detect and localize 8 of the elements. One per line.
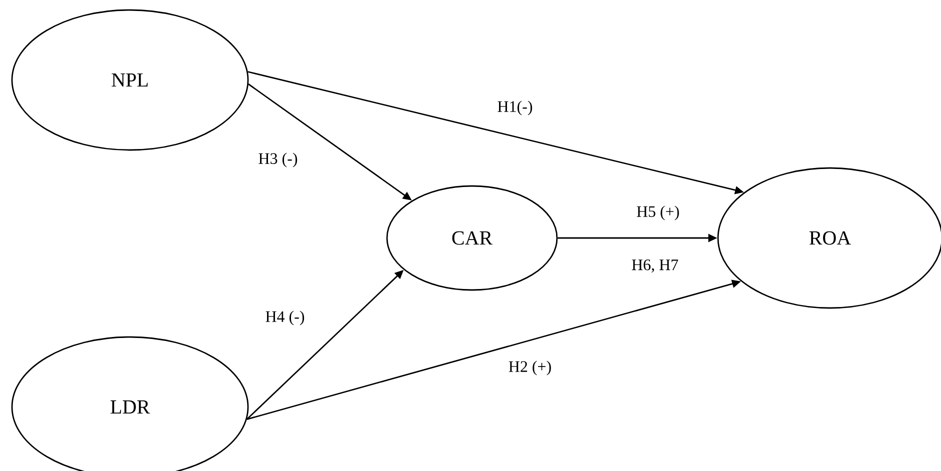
edge-label: H2 (+) (507, 360, 553, 376)
edge-label: H5 (+) (635, 204, 681, 222)
hypothesis-label: H6, H7 (630, 258, 680, 274)
ellipse-node: CAR (386, 185, 558, 291)
edge-label: H3 (-) (257, 152, 299, 168)
edge-label: H4 (-) (264, 310, 306, 326)
edge-label: H1(-) (496, 100, 534, 116)
ellipse-node: NPL (11, 9, 249, 151)
